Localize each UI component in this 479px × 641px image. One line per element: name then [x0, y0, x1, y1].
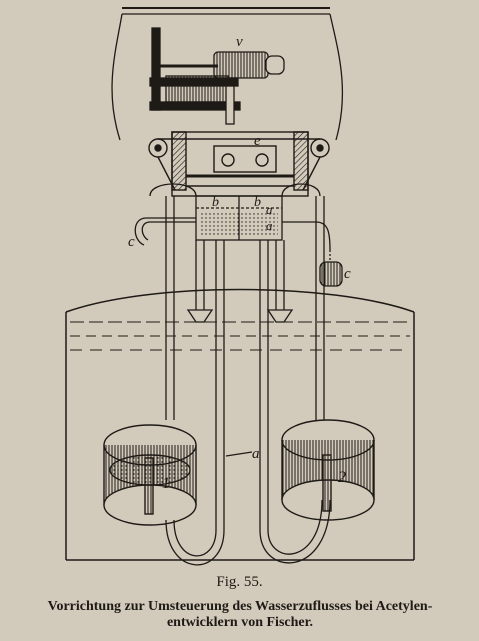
u-pipe-a — [165, 451, 331, 566]
valve-v — [149, 27, 285, 125]
figure-caption: Vorrichtung zur Umsteuerung des Wasserzu… — [20, 599, 460, 631]
label-generator-1: 1 — [162, 475, 170, 492]
label-generator-2: 2 — [338, 469, 346, 486]
generator-1 — [103, 424, 197, 526]
caption-line-1: Vorrichtung zur Umsteuerung des Wasserzu… — [47, 599, 433, 614]
label-c-left: c — [128, 234, 135, 250]
siphon-pipes — [134, 183, 331, 262]
label-b-left: b — [212, 195, 219, 210]
label-a-top: a — [266, 202, 273, 217]
label-a-pipe: a — [252, 446, 260, 462]
label-v: v — [236, 34, 243, 50]
label-e: e — [254, 133, 261, 149]
label-c-right: c — [344, 266, 351, 282]
weight-c — [319, 261, 343, 287]
water-tank — [65, 288, 415, 561]
pulley-frame — [148, 131, 330, 197]
label-b-right: b — [254, 195, 261, 210]
label-a-mid: a — [266, 218, 273, 233]
caption-line-2: entwicklern von Fischer. — [166, 615, 314, 630]
apparatus-diagram: v e b b a a — [65, 7, 415, 566]
upper-housing — [111, 7, 344, 141]
generator-2 — [281, 419, 375, 521]
figure-number: Fig. 55. — [216, 574, 263, 590]
